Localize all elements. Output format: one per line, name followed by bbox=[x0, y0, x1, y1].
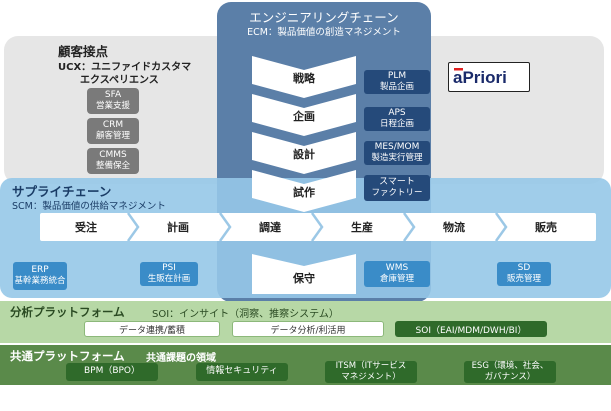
analytics-subtitle: SOI：インサイト（洞察、推察システム） bbox=[152, 309, 339, 320]
process-sales: 販売 bbox=[535, 221, 557, 234]
process-logistics: 物流 bbox=[443, 221, 465, 234]
sfa-box: SFA 営業支援 bbox=[87, 88, 139, 114]
data-integration-box: データ連携/蓄積 bbox=[84, 321, 220, 337]
aps-box: APS 日程企画 bbox=[364, 107, 430, 131]
esg-box: ESG（環境、社会、 ガバナンス） bbox=[464, 361, 556, 383]
data-analysis-box: データ分析/利活用 bbox=[232, 321, 384, 337]
common-title: 共通プラットフォーム bbox=[10, 349, 125, 363]
process-produce: 生産 bbox=[351, 221, 373, 234]
crm-box: CRM 顧客管理 bbox=[87, 118, 139, 144]
soi-box: SOI（EAI/MDM/DWH/BI） bbox=[395, 321, 547, 337]
psi-box: PSI 生販在計画 bbox=[140, 262, 198, 286]
process-separator bbox=[218, 213, 232, 241]
security-box: 情報セキュリティ bbox=[196, 363, 288, 381]
supply-title: サプライチェーン bbox=[12, 184, 112, 199]
smart-factory-box: スマート ファクトリー bbox=[364, 175, 430, 201]
supply-subtitle: SCM：製品価値の供給マネジメント bbox=[12, 201, 166, 212]
sd-box: SD 販売管理 bbox=[497, 262, 551, 286]
apriori-logo: aPriori bbox=[448, 62, 530, 92]
erp-box: ERP 基幹業務統合 bbox=[13, 262, 67, 290]
process-plan: 計画 bbox=[167, 221, 189, 234]
mes-mom-box: MES/MOM 製造実行管理 bbox=[364, 141, 430, 165]
analytics-title: 分析プラットフォーム bbox=[10, 305, 125, 319]
customer-subtitle-1: UCX：ユニファイドカスタマ bbox=[58, 62, 192, 73]
plm-box: PLM 製品企画 bbox=[364, 70, 430, 94]
process-order: 受注 bbox=[75, 221, 97, 234]
customer-title: 顧客接点 bbox=[58, 44, 109, 59]
svg-text:aPriori: aPriori bbox=[453, 68, 507, 87]
process-separator bbox=[310, 213, 324, 241]
process-separator bbox=[402, 213, 416, 241]
apriori-logo-mark: aPriori bbox=[453, 68, 507, 87]
engineering-title: エンジニアリングチェーン bbox=[249, 10, 399, 25]
process-separator bbox=[494, 213, 508, 241]
engineering-subtitle: ECM：製品価値の創造マネジメント bbox=[247, 27, 401, 38]
process-separator bbox=[126, 213, 140, 241]
customer-subtitle-2: エクスペリエンス bbox=[80, 75, 159, 86]
common-subtitle: 共通課題の領域 bbox=[146, 353, 216, 364]
process-procure: 調達 bbox=[259, 221, 281, 234]
wms-box: WMS 倉庫管理 bbox=[364, 261, 430, 287]
cmms-box: CMMS 整備保全 bbox=[87, 148, 139, 174]
process-separators bbox=[126, 213, 508, 241]
bpm-box: BPM（BPO） bbox=[66, 363, 158, 381]
itsm-box: ITSM（ITサービス マネジメント） bbox=[325, 361, 417, 383]
